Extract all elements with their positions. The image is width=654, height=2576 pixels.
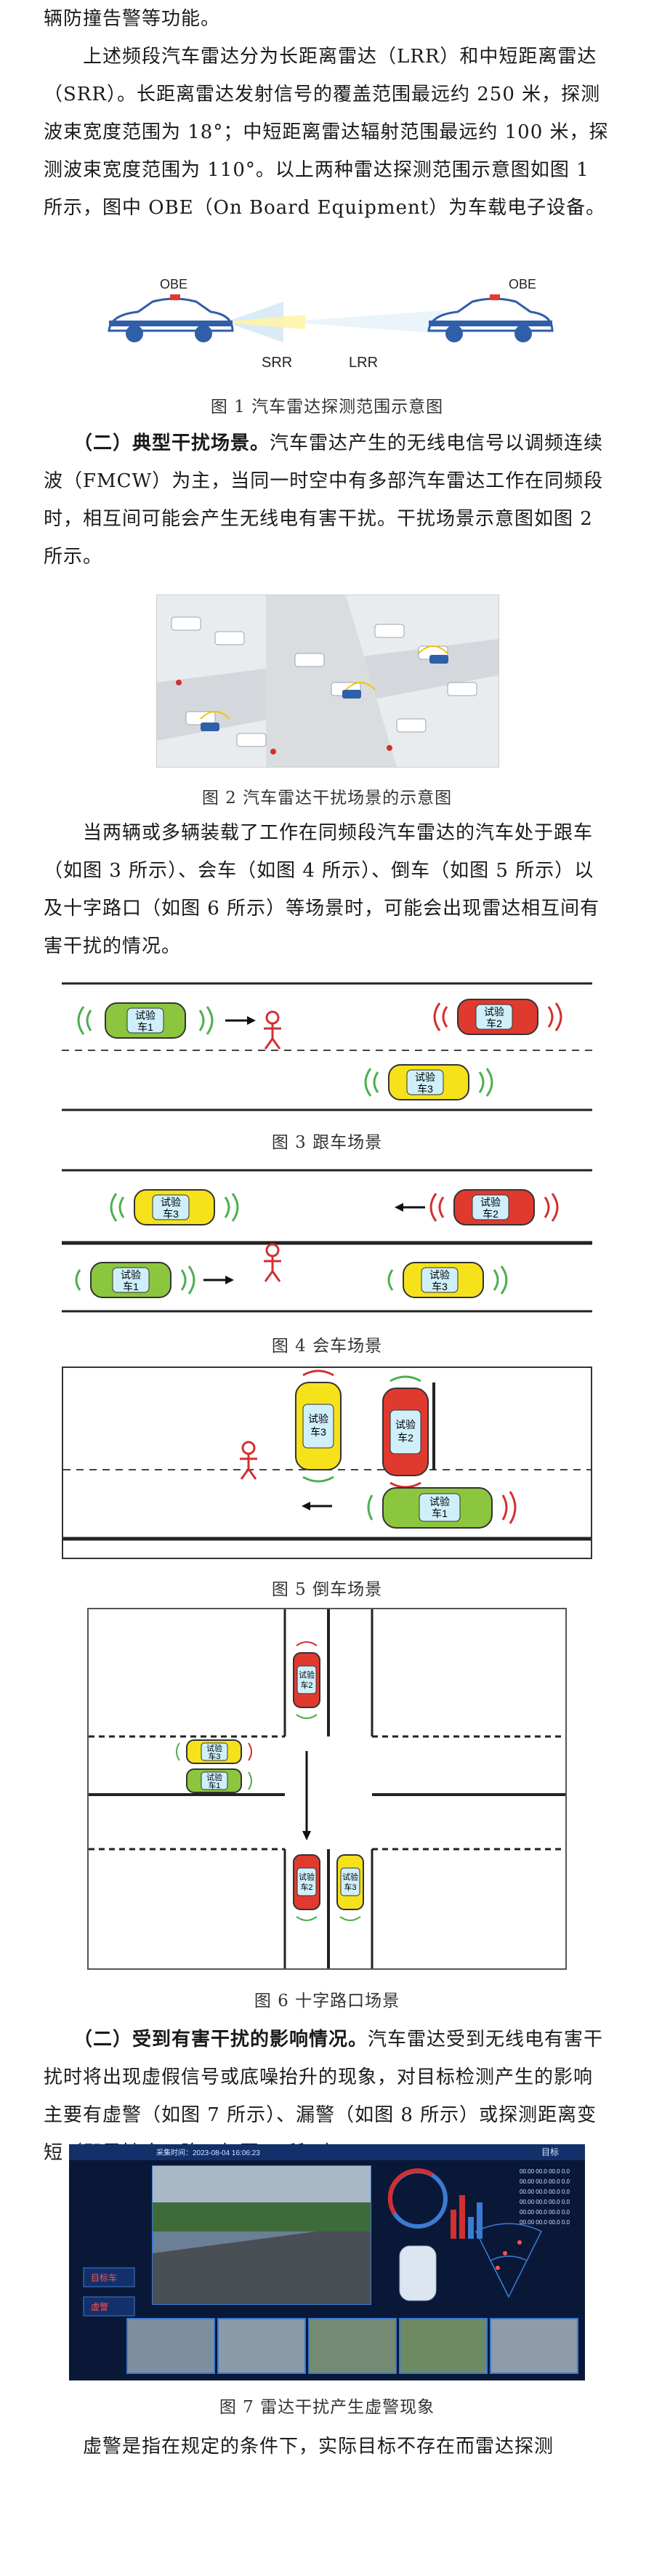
- panel-title: 目标: [541, 2147, 559, 2157]
- svg-text:试验: 试验: [135, 1010, 156, 1021]
- car-1-green: 试验 车1: [75, 1262, 195, 1298]
- car-2-red: 试验 车2: [293, 1641, 320, 1719]
- svg-text:车3: 车3: [432, 1281, 448, 1292]
- svg-text:车2: 车2: [486, 1018, 502, 1029]
- svg-text:试验: 试验: [161, 1196, 181, 1208]
- figure-6-intersection: 试验 车2 试验 车3 试验 车1: [87, 1608, 567, 1970]
- car-3-yellow: 试验 车3: [295, 1369, 342, 1483]
- police-car-right: [427, 294, 554, 342]
- police-car-left: [108, 294, 234, 342]
- car-3-yellow: 试验 车3: [110, 1189, 239, 1225]
- car-2-red: 试验 车2: [382, 1375, 429, 1489]
- paragraph-scenarios: 当两辆或多辆装载了工作在同频段汽车雷达的汽车处于跟车（如图 3 所示）、会车（如…: [44, 822, 600, 957]
- svg-text:00.00 00.0 00.0 0.0: 00.00 00.0 00.0 0.0: [520, 2219, 570, 2226]
- svg-text:试验: 试验: [429, 1496, 450, 1508]
- figure-2-interference-scene: [156, 595, 499, 768]
- obe-left-label: OBE: [160, 277, 187, 291]
- svg-text:车3: 车3: [417, 1083, 433, 1095]
- paragraph-intro-tail: 辆防撞告警等功能。: [44, 8, 221, 30]
- car-3-yellow: 试验 车3: [364, 1064, 493, 1100]
- svg-text:车2: 车2: [483, 1208, 498, 1220]
- svg-text:车1: 车1: [432, 1508, 448, 1519]
- svg-text:试验: 试验: [484, 1006, 504, 1018]
- svg-text:00.00 00.0 00.0 0.0: 00.00 00.0 00.0 0.0: [520, 2168, 570, 2175]
- svg-text:00.00 00.0 00.0 0.0: 00.00 00.0 00.0 0.0: [520, 2209, 570, 2215]
- svg-text:车2: 车2: [300, 1882, 312, 1892]
- svg-text:试验: 试验: [206, 1743, 222, 1753]
- pedestrian-icon: [240, 1441, 257, 1480]
- caption-fig4: 图 4 会车场景: [271, 1337, 383, 1356]
- figure-1-radar-range: OBE SRR LRR OBE: [94, 273, 560, 374]
- svg-text:00.00 00.0 00.0 0.0: 00.00 00.0 00.0 0.0: [520, 2199, 570, 2205]
- pedestrian-icon: [264, 1243, 281, 1282]
- obe-right-label: OBE: [509, 277, 536, 291]
- svg-text:试验: 试验: [415, 1071, 435, 1083]
- paragraph-radar-types: 上述频段汽车雷达分为长距离雷达（LRR）和中短距离雷达（SRR）。长距离雷达发射…: [44, 46, 609, 219]
- car-2-red: 试验 车2: [293, 1854, 320, 1921]
- svg-text:车1: 车1: [208, 1780, 220, 1790]
- heading-interference-scene: （二）典型干扰场景。: [44, 432, 270, 454]
- caption-fig1: 图 1 汽车雷达探测范围示意图: [210, 398, 444, 416]
- caption-fig5: 图 5 倒车场景: [271, 1580, 383, 1599]
- heading-interference-effects: （二）受到有害干扰的影响情况。: [44, 2029, 368, 2050]
- paragraph-false-alarm-def: 虚警是指在规定的条件下，实际目标不存在而雷达探测: [44, 2436, 554, 2458]
- svg-text:车1: 车1: [137, 1021, 153, 1033]
- car-1-green: 试验 车1: [367, 1487, 517, 1529]
- car-1-green: 试验 车1: [77, 1002, 214, 1039]
- svg-text:00.00 00.0 00.0 0.0: 00.00 00.0 00.0 0.0: [520, 2189, 570, 2195]
- lrr-label: LRR: [349, 355, 378, 371]
- car-3-yellow: 试验 车3: [176, 1739, 252, 1764]
- svg-text:试验: 试验: [308, 1413, 328, 1425]
- caption-fig2: 图 2 汽车雷达干扰场景的示意图: [201, 789, 453, 808]
- figure-4-meeting: 试验 车3 试验 车2 试验 车1: [62, 1164, 592, 1317]
- paragraph-interference-scene: （二）典型干扰场景。汽车雷达产生的无线电信号以调频连续波（FMCW）为主，当同一…: [44, 432, 604, 568]
- svg-text:车3: 车3: [208, 1751, 220, 1761]
- svg-text:车1: 车1: [123, 1281, 139, 1292]
- target-vehicle-label: 目标车: [91, 2272, 117, 2283]
- svg-text:试验: 试验: [395, 1419, 416, 1430]
- svg-text:车2: 车2: [300, 1680, 312, 1690]
- svg-text:试验: 试验: [299, 1872, 315, 1882]
- caption-fig6: 图 6 十字路口场景: [254, 1992, 400, 2011]
- car-1-green: 试验 车1: [186, 1768, 252, 1793]
- srr-label: SRR: [262, 355, 292, 371]
- false-alarm-label: 虚警: [91, 2301, 108, 2312]
- figure-5-reversing: 试验 车3 试验 车2 试验 车1: [62, 1367, 592, 1559]
- svg-text:车2: 车2: [397, 1432, 413, 1444]
- svg-text:车3: 车3: [344, 1882, 356, 1892]
- svg-text:试验: 试验: [299, 1670, 315, 1680]
- header-time: 采集时间：2023-08-04 16:06:23: [156, 2148, 260, 2157]
- caption-fig7: 图 7 雷达干扰产生虚警现象: [219, 2398, 435, 2417]
- svg-text:试验: 试验: [121, 1269, 141, 1281]
- svg-text:试验: 试验: [429, 1269, 450, 1281]
- car-3-yellow: 试验 车3: [387, 1262, 508, 1298]
- pedestrian-icon: [264, 1010, 281, 1050]
- figure-7-false-alarm-screen: 采集时间：2023-08-04 16:06:23 目标 目标车 虚警: [69, 2144, 585, 2380]
- svg-text:车3: 车3: [310, 1426, 326, 1438]
- svg-text:试验: 试验: [206, 1772, 222, 1782]
- svg-text:00.00 00.0 00.0 0.0: 00.00 00.0 00.0 0.0: [520, 2178, 570, 2185]
- svg-text:试验: 试验: [480, 1196, 501, 1208]
- car-2-red: 试验 车2: [429, 1189, 559, 1225]
- svg-text:车3: 车3: [163, 1208, 179, 1220]
- svg-text:试验: 试验: [342, 1872, 358, 1882]
- figure-3-following: 试验 车1 试验 车2: [62, 978, 592, 1116]
- caption-fig3: 图 3 跟车场景: [271, 1133, 383, 1152]
- car-3-yellow: 试验 车3: [336, 1854, 364, 1921]
- car-2-red: 试验 车2: [433, 999, 562, 1035]
